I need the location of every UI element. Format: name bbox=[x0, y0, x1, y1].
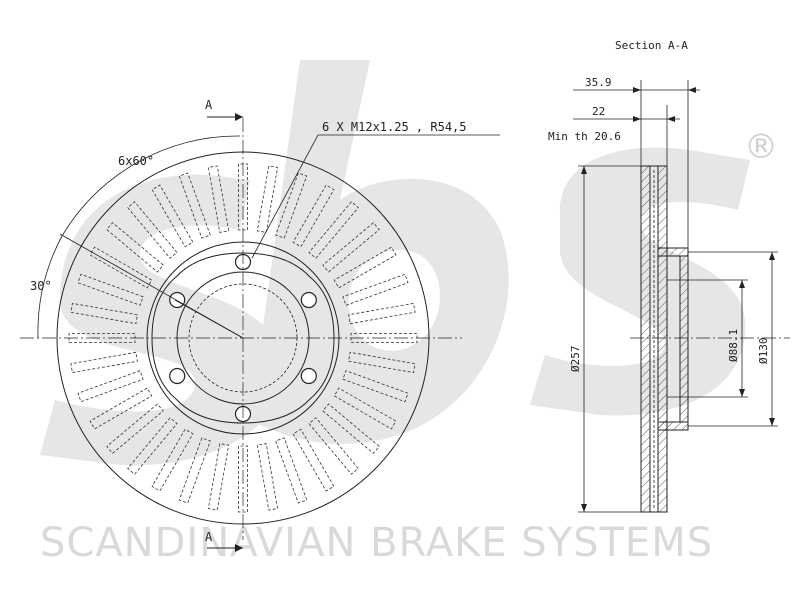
angle-arc-30 bbox=[37, 235, 63, 339]
cooling-vanes bbox=[68, 163, 418, 513]
vane bbox=[256, 165, 279, 233]
vane bbox=[127, 417, 178, 475]
dim-arrow-c bbox=[633, 116, 641, 122]
dim-center-bore: Ø88.1 bbox=[727, 329, 740, 362]
section-mark-top: A bbox=[205, 98, 213, 112]
vane bbox=[238, 445, 248, 513]
angle-ray-extended bbox=[59, 233, 244, 339]
dim-arrow-bore-top bbox=[739, 280, 745, 288]
hat-bottom-flange bbox=[657, 421, 689, 431]
bolt-hole bbox=[169, 291, 186, 309]
vane bbox=[106, 403, 164, 454]
vane bbox=[106, 222, 164, 273]
dim-arrow-d bbox=[667, 116, 675, 122]
hole-spec-leader bbox=[251, 134, 500, 259]
bolt-hole bbox=[300, 291, 317, 309]
registered-mark: ® bbox=[744, 127, 778, 167]
dim-arrow-hub-bottom bbox=[769, 418, 775, 426]
section-arrow-top-head bbox=[235, 113, 243, 121]
vane bbox=[238, 163, 248, 231]
vane bbox=[275, 437, 308, 504]
dim-arrow-hub-top bbox=[769, 252, 775, 260]
vane bbox=[127, 201, 178, 259]
section-view: Section A-A 35.9 22 Min th 20.6 Ø2 bbox=[548, 39, 790, 513]
hole-spec-label: 6 X M12x1.25 , R54,5 bbox=[322, 120, 467, 134]
section-mark-bottom: A bbox=[205, 530, 213, 544]
section-title: Section A-A bbox=[615, 39, 688, 52]
bolt-hole bbox=[300, 367, 317, 385]
dim-outer-diameter: Ø257 bbox=[569, 346, 582, 373]
dim-arrow-bore-bottom bbox=[739, 389, 745, 397]
angle-offset-label: 30° bbox=[30, 279, 52, 293]
bolt-hole bbox=[169, 367, 186, 385]
dim-arrow-od-top bbox=[581, 166, 587, 174]
sbs-logo-watermark bbox=[40, 60, 750, 466]
vane bbox=[256, 443, 279, 511]
vane bbox=[348, 302, 416, 325]
dim-hub-diameter: Ø130 bbox=[757, 338, 770, 365]
dim-overall-width: 35.9 bbox=[585, 76, 612, 89]
vane bbox=[68, 333, 136, 343]
outer-friction-plate bbox=[640, 165, 651, 513]
vane bbox=[350, 333, 418, 343]
hat-wall bbox=[679, 255, 689, 423]
front-view: A A 6x60° 30° 6 X M12x1.25 , R54,5 bbox=[20, 98, 500, 552]
vane bbox=[322, 222, 380, 273]
vane bbox=[70, 351, 138, 374]
dim-disc-thickness: 22 bbox=[592, 105, 605, 118]
hat-top-flange bbox=[657, 247, 689, 257]
inner-friction-plate bbox=[657, 165, 668, 513]
watermark-brand-text: SCANDINAVIAN BRAKE SYSTEMS bbox=[40, 520, 713, 566]
dim-arrow-od-bottom bbox=[581, 504, 587, 512]
vane bbox=[322, 403, 380, 454]
angle-pitch-label: 6x60° bbox=[118, 154, 154, 168]
vane bbox=[308, 201, 359, 259]
vane bbox=[308, 417, 359, 475]
dim-min-thickness: Min th 20.6 bbox=[548, 130, 621, 143]
section-arrow-bottom-head bbox=[235, 544, 243, 552]
dim-arrow-b bbox=[688, 87, 696, 93]
vane bbox=[207, 443, 230, 511]
vane bbox=[77, 370, 144, 403]
dim-arrow-a bbox=[633, 87, 641, 93]
angle-arc-60 bbox=[61, 135, 241, 237]
